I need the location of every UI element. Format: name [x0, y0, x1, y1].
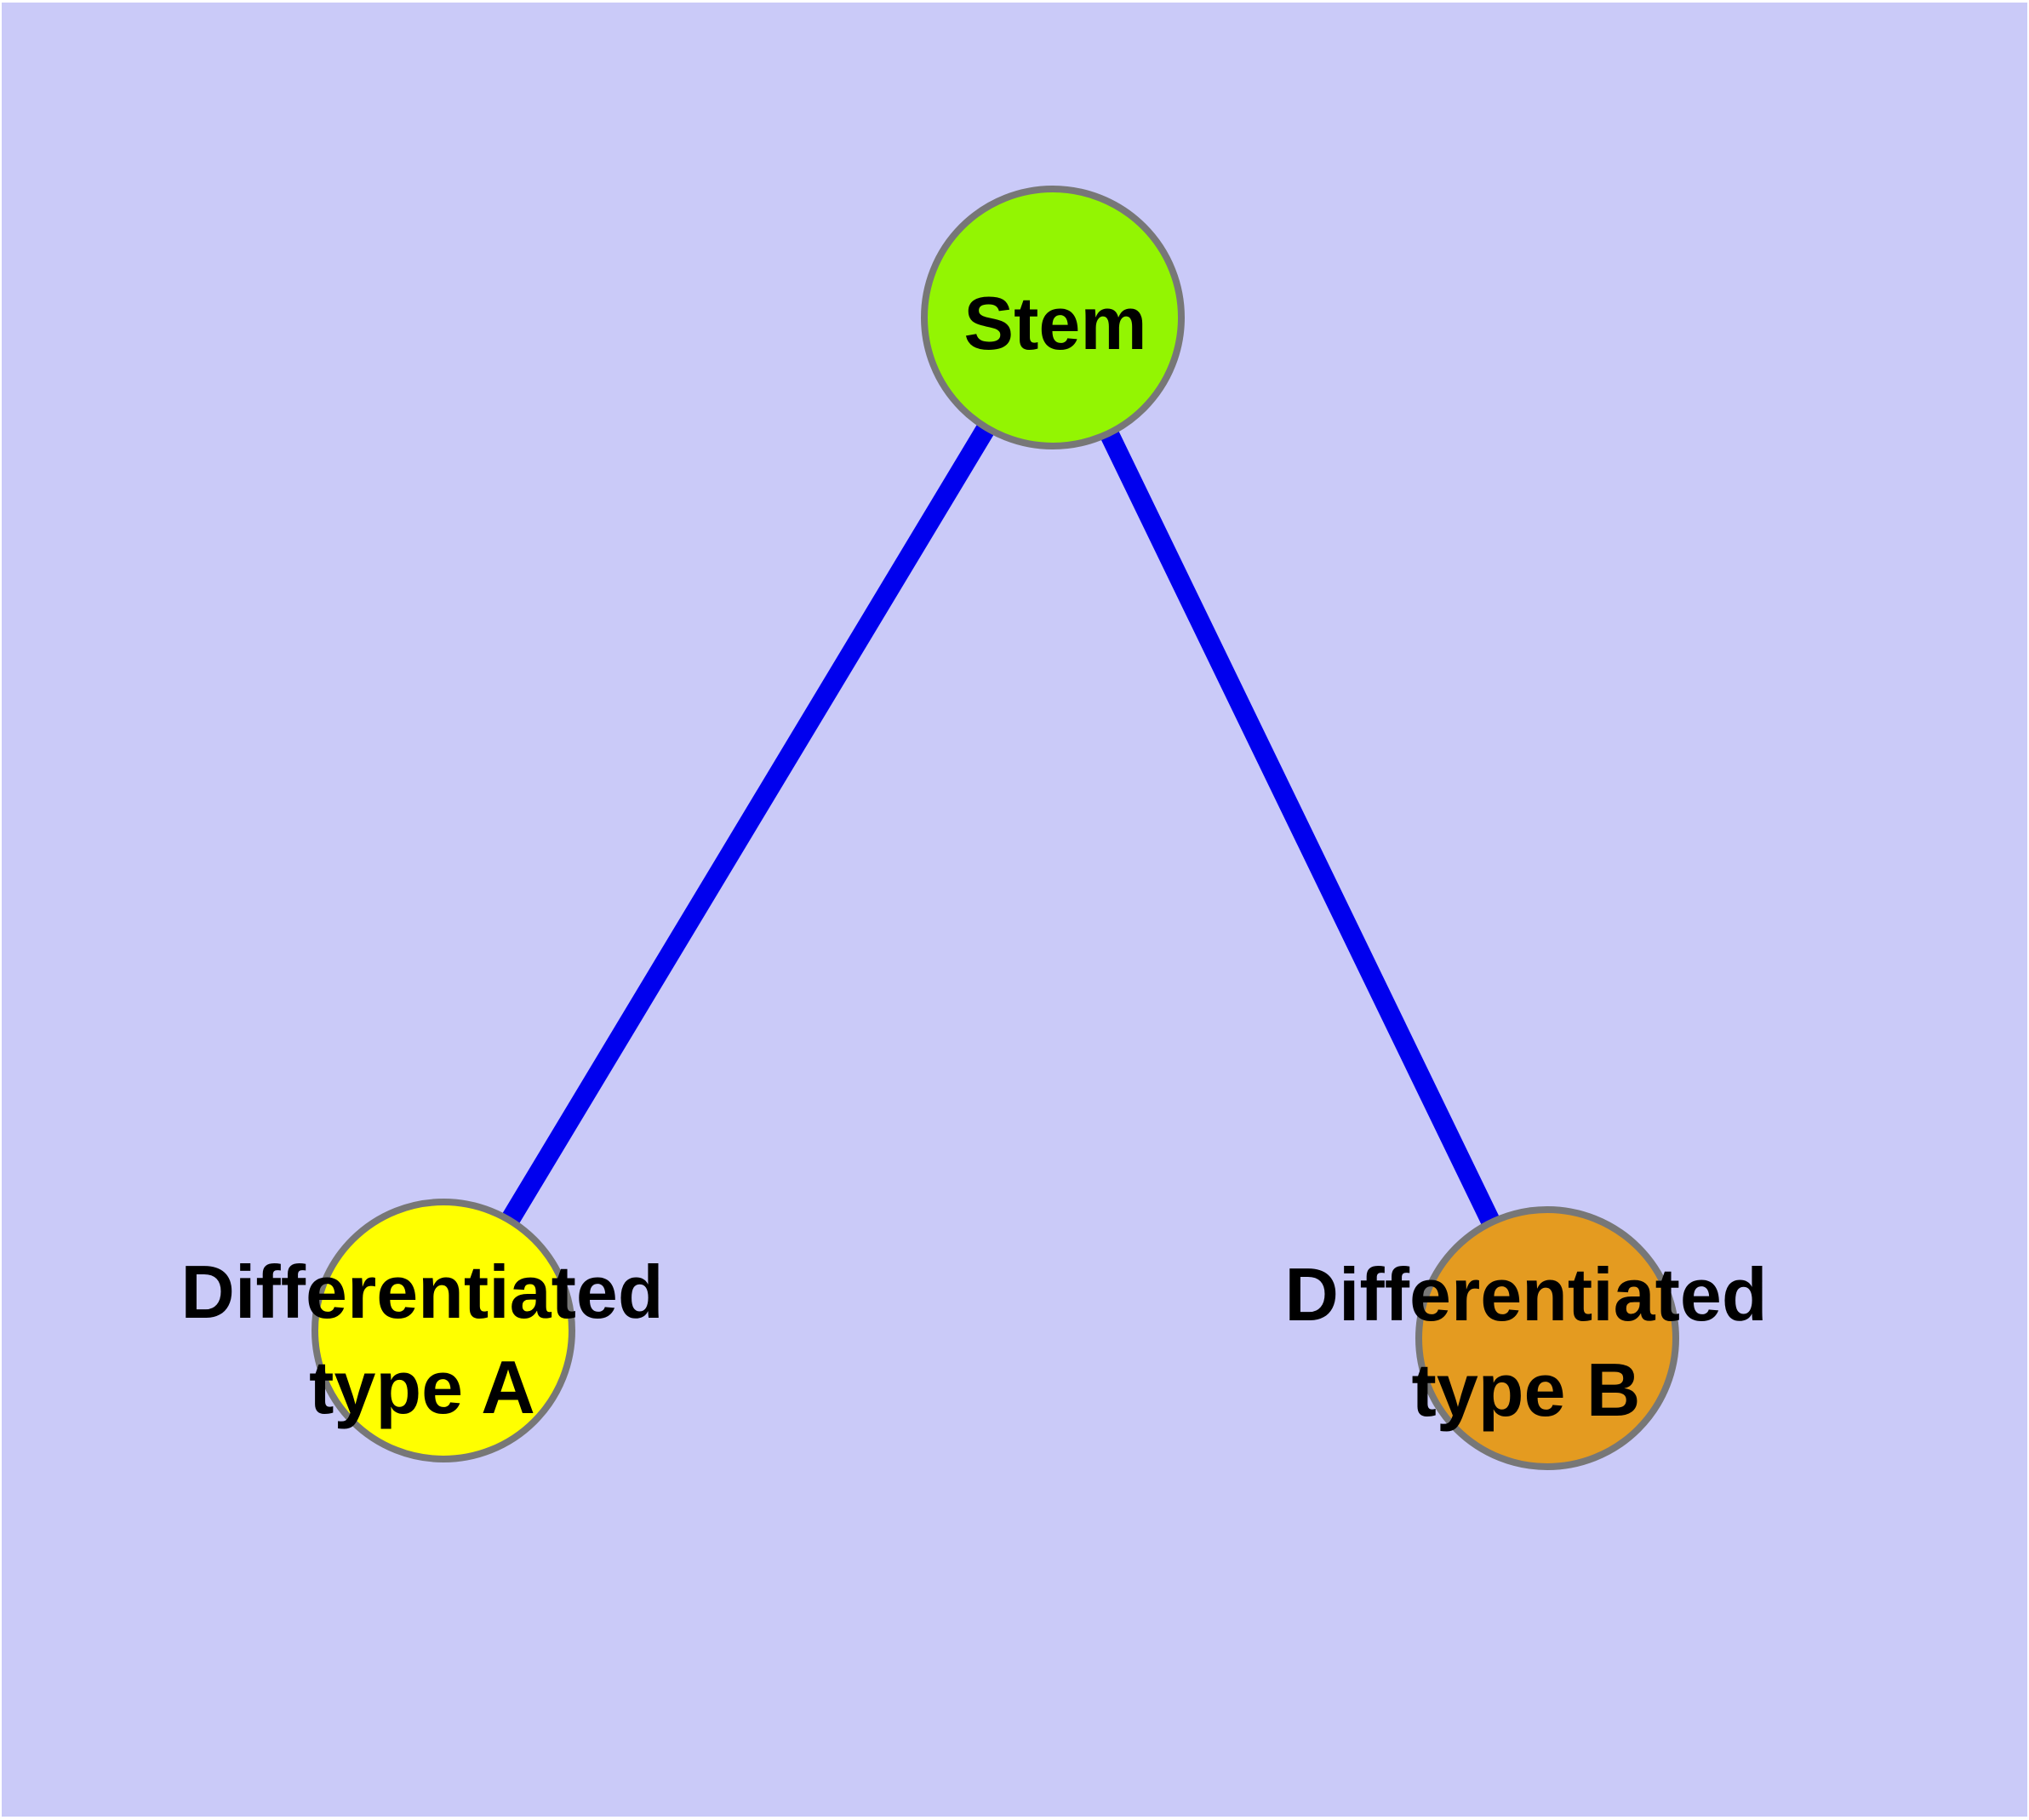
stem-node-circle: [921, 186, 1185, 449]
stem-node: Stem: [921, 186, 1185, 449]
type-b-node: Differentiated type B: [1284, 1206, 1768, 1470]
edge-stem-to-type-a: [435, 312, 1061, 1336]
type-a-node: Differentiated type A: [180, 1199, 664, 1462]
edge-stem-to-type-b: [1043, 312, 1557, 1343]
stem-node-label: Stem: [963, 281, 1146, 365]
type-a-node-circle: [311, 1199, 575, 1462]
type-a-node-label-line1: Differentiated: [180, 1250, 663, 1334]
type-b-node-label-line1: Differentiated: [1284, 1252, 1767, 1336]
type-a-node-label-line2: type A: [309, 1345, 535, 1429]
type-b-node-label-line2: type B: [1412, 1348, 1641, 1432]
type-b-node-circle: [1415, 1206, 1679, 1470]
